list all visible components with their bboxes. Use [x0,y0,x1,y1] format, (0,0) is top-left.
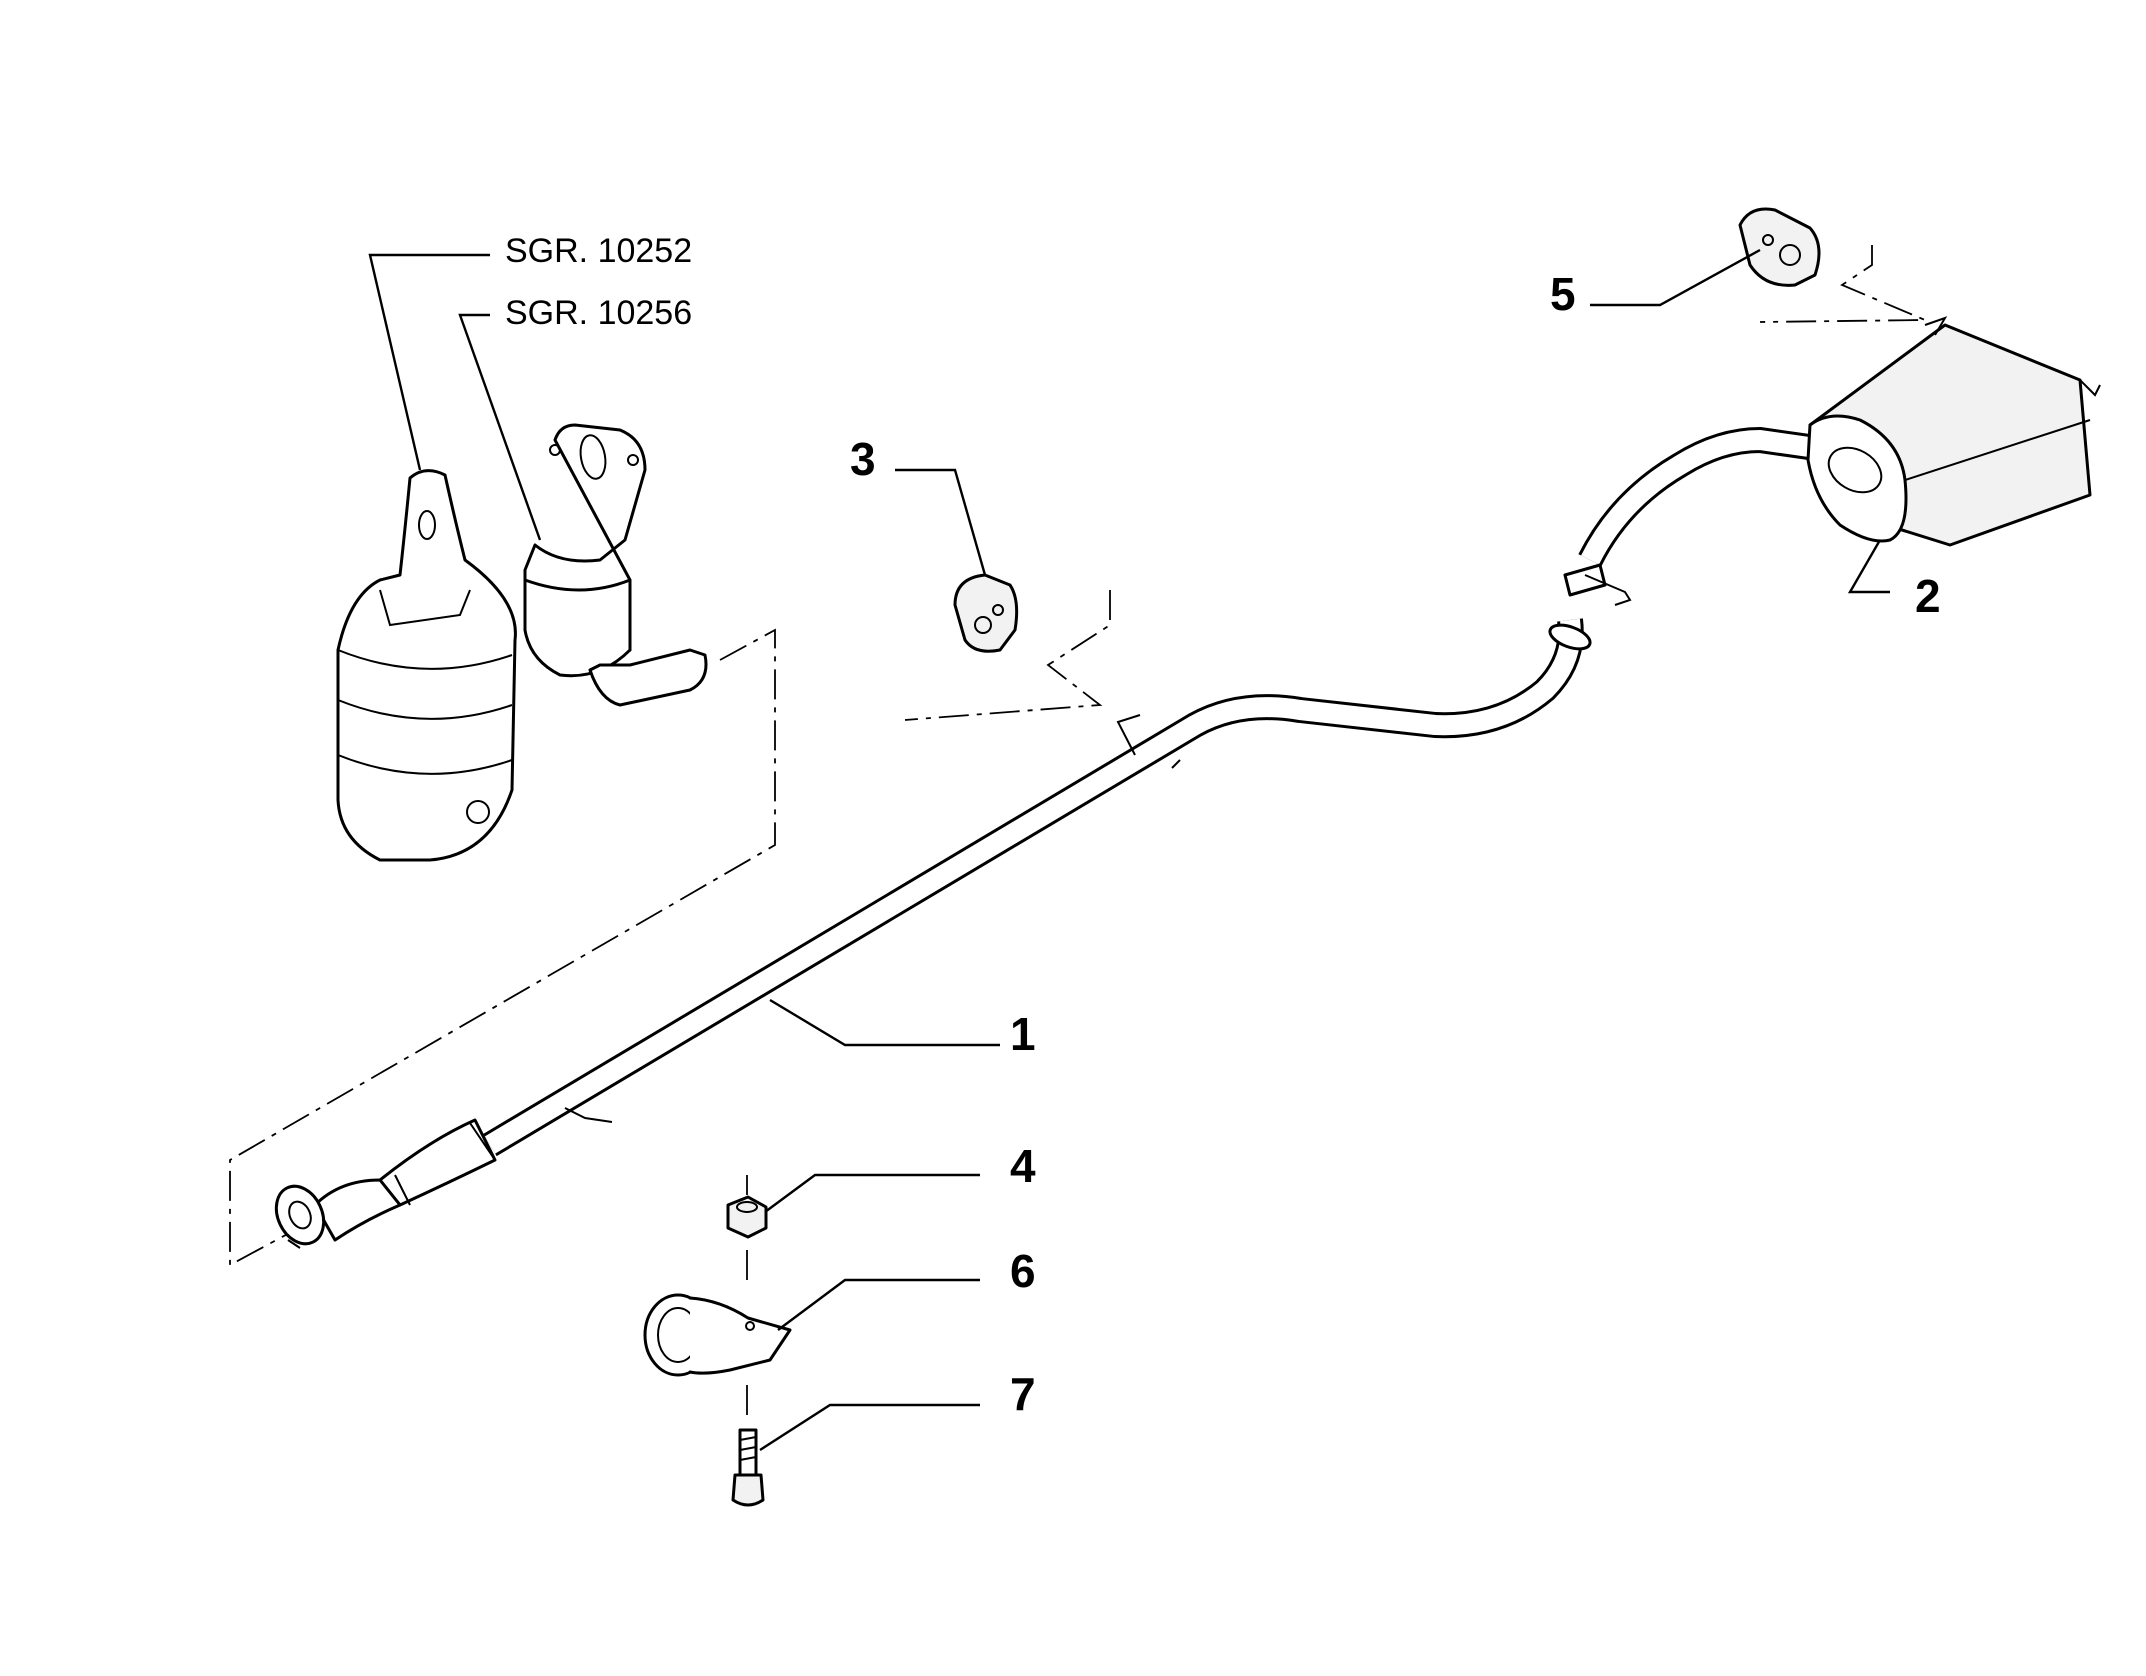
bolt-part-7 [731,1428,765,1507]
reference-label-sgr-10256: SGR. 10256 [505,294,692,332]
callout-3: 3 [850,433,876,485]
reference-label-sgr-10252: SGR. 10252 [505,232,692,270]
catalytic-converter-b [523,423,708,707]
callout-2: 2 [1915,570,1941,622]
front-pipe-part-1 [274,618,1592,1249]
rubber-mount-part-3 [904,573,1111,721]
catalytic-converter-a [336,469,517,862]
callout-4: 4 [1010,1140,1036,1192]
rubber-mount-part-5 [1738,207,1926,323]
catalyst-reference-frame [229,628,776,1267]
nut-part-4 [726,1175,768,1239]
leader-lines [368,248,1890,1452]
callout-6: 6 [1010,1245,1036,1297]
clamp-part-6 [643,1250,792,1420]
callout-5: 5 [1550,268,1576,320]
callout-1: 1 [1010,1008,1036,1060]
callout-7: 7 [1010,1368,1036,1420]
rear-silencer-part-2 [1563,316,2101,606]
